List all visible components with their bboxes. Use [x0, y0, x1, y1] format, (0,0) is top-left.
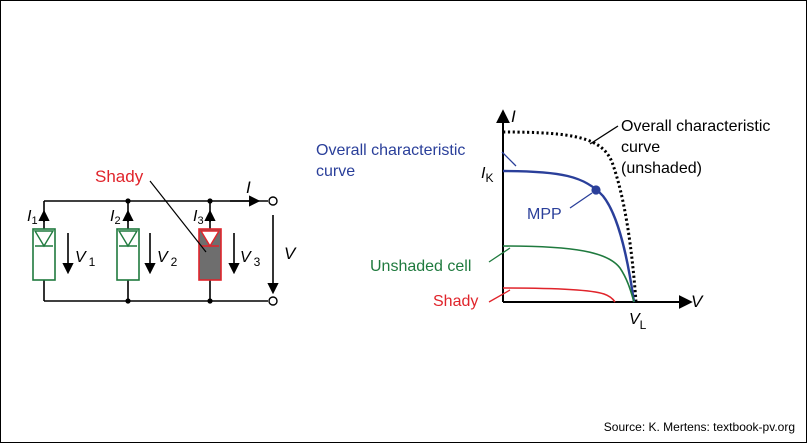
- shady-label: Shady: [95, 167, 144, 186]
- overall-pointer: [501, 151, 517, 167]
- unshaded-overall-pointer: [589, 125, 619, 145]
- ik-label: IK: [481, 165, 493, 185]
- shady-curve: [502, 287, 616, 303]
- mpp-label: MPP: [527, 206, 562, 223]
- unshaded-overall-label-line2: curve: [621, 139, 660, 156]
- overall-label-line1: Overall characteristic: [316, 142, 465, 159]
- cell-3-current-label: I3: [193, 208, 204, 227]
- overall-label-line2: curve: [316, 163, 355, 180]
- mpp-point: [591, 185, 601, 195]
- y-axis-label: I: [511, 107, 516, 126]
- cell-2-current-label: I2: [110, 208, 121, 227]
- unshaded-cell-label: Unshaded cell: [370, 258, 471, 275]
- solar-cell-3-shaded: [198, 201, 240, 301]
- mpp-pointer: [569, 192, 593, 209]
- iv-graph: I V IK VL MPP Overall characteristic cur…: [316, 107, 770, 332]
- unshaded-cell-pointer: [488, 247, 511, 263]
- solar-cell-2: [116, 201, 156, 301]
- unshaded-overall-label-line3: (unshaded): [621, 160, 702, 177]
- overall-curve: [502, 169, 636, 303]
- cell-1-current-label: I1: [27, 208, 38, 227]
- terminal-bottom: [268, 296, 278, 306]
- unshaded-overall-curve: [502, 130, 638, 303]
- shady-pointer-line: [149, 180, 207, 253]
- shady-pointer: [488, 289, 511, 303]
- total-current-label: I: [246, 178, 251, 197]
- vl-label: VL: [629, 311, 647, 332]
- unshaded-overall-label-line1: Overall characteristic: [621, 118, 770, 135]
- total-voltage-label: V: [284, 244, 297, 263]
- source-credit: Source: K. Mertens: textbook-pv.org: [604, 420, 795, 434]
- terminal-top: [268, 196, 278, 206]
- unshaded-cell-curve: [502, 245, 635, 303]
- shady-curve-label: Shady: [433, 293, 478, 310]
- x-axis-label: V: [691, 292, 704, 311]
- solar-cell-1: [32, 201, 74, 301]
